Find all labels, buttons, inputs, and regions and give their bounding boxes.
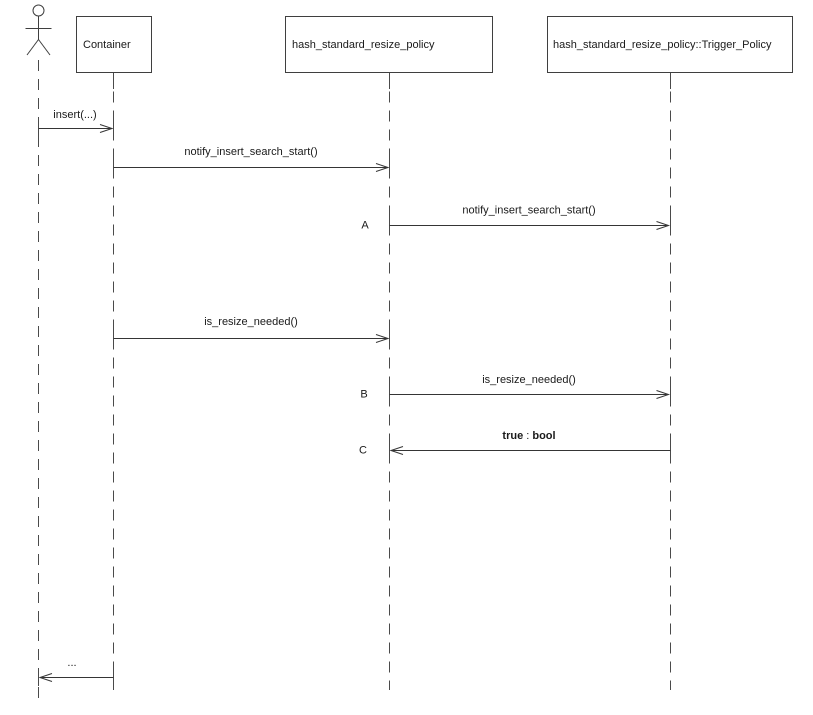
- message-return-ellipsis: ...: [38, 657, 114, 682]
- object-label-resize-policy: hash_standard_resize_policy: [292, 39, 435, 51]
- message-return-true-bool-label: true : bool: [502, 430, 555, 442]
- actor-leg-right: [38, 39, 51, 56]
- object-head-resize-policy: hash_standard_resize_policy: [285, 16, 493, 73]
- sequence-label-a: A: [361, 220, 369, 232]
- message-notify-1-label: notify_insert_search_start(): [184, 146, 317, 158]
- return-separator-text: :: [523, 430, 532, 442]
- message-notify-insert-search-start-2: A notify_insert_search_start(): [361, 205, 671, 232]
- actor-head: [32, 4, 45, 17]
- actor-icon: [25, 4, 52, 56]
- actor-leg-left: [26, 39, 39, 56]
- message-is-resize-needed-2: B is_resize_needed(): [360, 374, 671, 401]
- message-insert: insert(...): [38, 109, 114, 133]
- return-type-text: bool: [532, 430, 555, 442]
- object-box-trigger-policy: [547, 16, 793, 73]
- object-label-trigger-policy: hash_standard_resize_policy::Trigger_Pol…: [553, 39, 772, 51]
- message-is-resize-needed-1: is_resize_needed(): [113, 316, 390, 343]
- object-label-container: Container: [83, 39, 131, 51]
- object-head-container: Container: [76, 16, 152, 73]
- object-head-trigger-policy: hash_standard_resize_policy::Trigger_Pol…: [547, 16, 793, 73]
- message-notify-2-label: notify_insert_search_start(): [462, 205, 595, 217]
- message-notify-insert-search-start-1: notify_insert_search_start(): [113, 146, 390, 172]
- sequence-label-c: C: [359, 445, 367, 457]
- message-is-resize-2-label: is_resize_needed(): [482, 374, 576, 386]
- sequence-label-b: B: [360, 389, 367, 401]
- message-insert-label: insert(...): [53, 109, 96, 121]
- object-box-resize-policy: [285, 16, 493, 73]
- return-value-text: true: [502, 430, 523, 442]
- object-box-container: [76, 16, 152, 73]
- message-return-true-bool: C true : bool: [359, 430, 671, 457]
- message-is-resize-1-label: is_resize_needed(): [204, 316, 298, 328]
- message-return-ellipsis-label: ...: [67, 657, 76, 669]
